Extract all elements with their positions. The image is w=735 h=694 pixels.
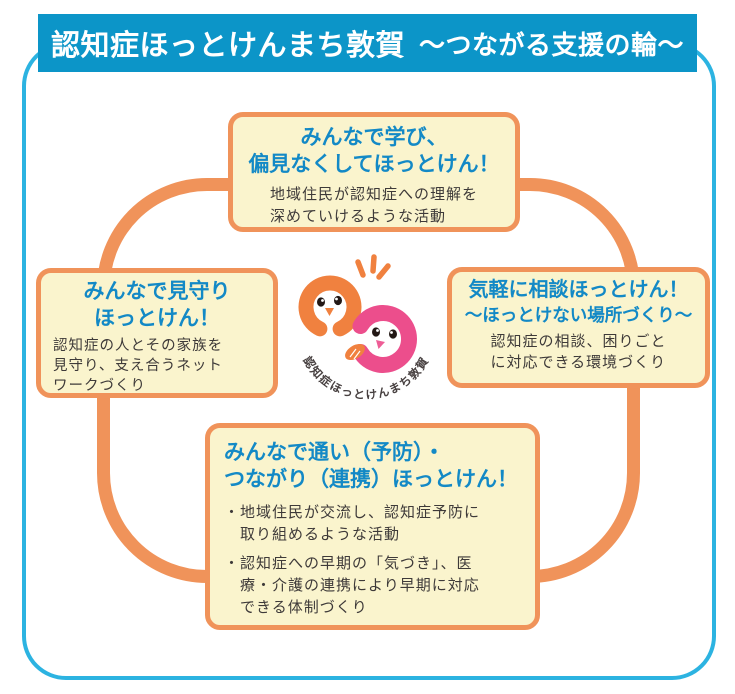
card-prevention-cooperation: みんなで通い（予防）・ つながり（連携）ほっとけん！ ・地域住民が交流し、認知症… bbox=[205, 423, 540, 630]
banner-title: 認知症ほっとけんまち敦賀 bbox=[50, 30, 405, 62]
card-consultation-body: 認知症の相談、困りごと に対応できる環境づくり bbox=[490, 331, 666, 373]
card-consultation-title: 気軽に相談ほっとけん！ ～ほっとけない場所づくり～ bbox=[464, 278, 693, 326]
card-watch-over-body: 認知症の人とその家族を 見守り、支え合うネット ワークづくり bbox=[53, 336, 261, 397]
bullet-item: ・地域住民が交流し、認知症予防に 取り組めるような活動 bbox=[224, 502, 521, 546]
card-watch-over-title: みんなで見守り ほっとけん！ bbox=[53, 279, 261, 333]
body-line: 深めていけるような活動 bbox=[269, 207, 446, 225]
title-line: ほっとけん！ bbox=[94, 306, 220, 330]
title-line: ～ほっとけない場所づくり～ bbox=[464, 304, 693, 325]
mascot-logo: 認知症ほっとけんまち敦賀 bbox=[298, 254, 430, 402]
title-line: みんなで学び、 bbox=[300, 126, 448, 149]
card-prevention-title: みんなで通い（予防）・ つながり（連携）ほっとけん！ bbox=[224, 440, 521, 494]
card-learning-body: 地域住民が認知症への理解を 深めていけるような活動 bbox=[270, 184, 478, 228]
body-line: に対応できる環境づくり bbox=[490, 353, 667, 371]
body-line: 地域住民が認知症への理解を bbox=[269, 185, 478, 203]
body-line: ・地域住民が交流し、認知症予防に bbox=[224, 503, 481, 521]
pink-face bbox=[372, 327, 397, 349]
card-prevention-body: ・地域住民が交流し、認知症予防に 取り組めるような活動 ・認知症への早期の「気づ… bbox=[224, 502, 521, 619]
card-learning-title: みんなで学び、 偏見なくしてほっとけん！ bbox=[245, 125, 503, 179]
body-line: ・認知症への早期の「気づき」、医 bbox=[224, 555, 473, 573]
card-learning: みんなで学び、 偏見なくしてほっとけん！ 地域住民が認知症への理解を 深めていけ… bbox=[228, 112, 520, 232]
card-consultation: 気軽に相談ほっとけん！ ～ほっとけない場所づくり～ 認知症の相談、困りごと に対… bbox=[447, 267, 710, 388]
body-line: 見守り、支え合うネット bbox=[53, 358, 223, 375]
header-banner: 認知症ほっとけんまち敦賀 ～つながる支援の輪～ bbox=[38, 14, 697, 72]
orange-face bbox=[317, 295, 342, 316]
bullet-item: ・認知症への早期の「気づき」、医 療・介護の連携により早期に対応 できる体制づく… bbox=[224, 553, 521, 618]
title-line: みんなで見守り bbox=[83, 280, 231, 303]
body-line: 取り組めるような活動 bbox=[224, 525, 401, 543]
banner-subtitle: ～つながる支援の輪～ bbox=[419, 29, 685, 60]
hug-hand bbox=[345, 343, 365, 361]
title-line: 気軽に相談ほっとけん！ bbox=[468, 279, 689, 301]
title-line: 偏見なくしてほっとけん！ bbox=[248, 152, 500, 176]
sparkle-icon bbox=[355, 254, 391, 280]
mascot-orange-character bbox=[298, 275, 362, 337]
mascot-pink-character bbox=[352, 305, 417, 373]
body-line: 認知症の相談、困りごと bbox=[490, 332, 667, 350]
card-watch-over: みんなで見守り ほっとけん！ 認知症の人とその家族を 見守り、支え合うネット ワ… bbox=[36, 268, 278, 398]
body-line: 認知症の人とその家族を bbox=[53, 337, 224, 354]
body-line: 療・介護の連携により早期に対応 bbox=[224, 577, 480, 594]
title-line: つながり（連携）ほっとけん！ bbox=[224, 467, 518, 491]
title-line: みんなで通い（予防）・ bbox=[224, 441, 445, 464]
body-line: できる体制づくり bbox=[224, 598, 368, 616]
body-line: ワークづくり bbox=[53, 378, 146, 395]
